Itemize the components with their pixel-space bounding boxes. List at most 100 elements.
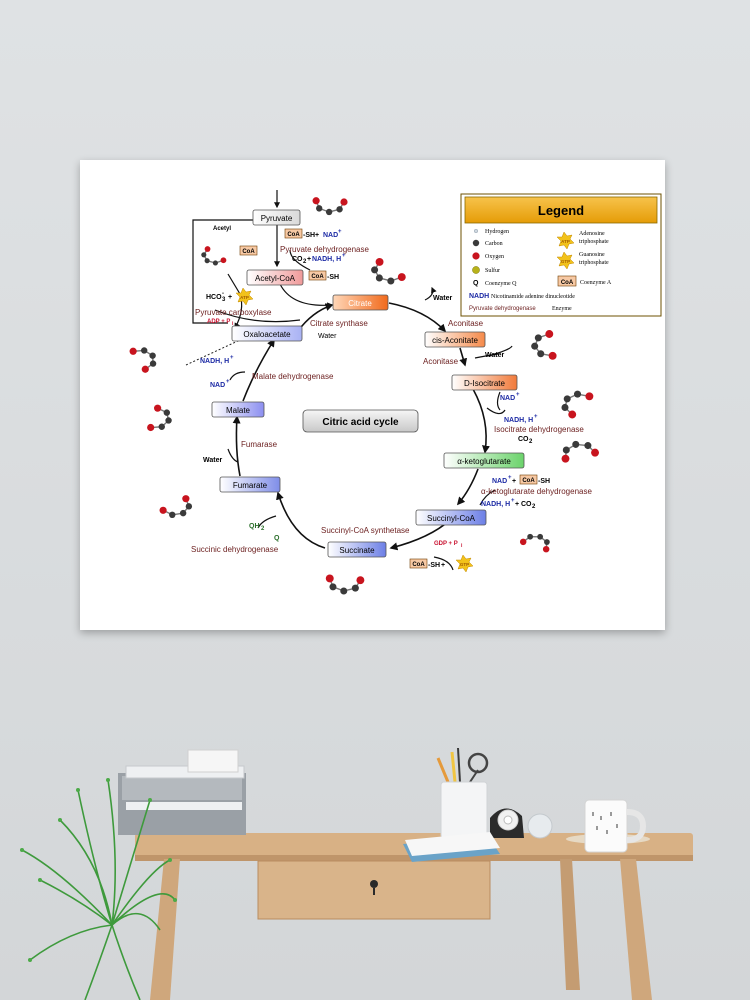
enzyme-aconitase-1: Aconitase [448, 319, 484, 328]
svg-text:+: + [342, 253, 346, 259]
drawer-knob[interactable] [370, 880, 378, 888]
svg-text:NADH, H: NADH, H [481, 501, 510, 508]
svg-text:+: + [228, 294, 232, 301]
cofactor-nadh-co2-keto: NADH, H + + CO 2 [481, 498, 536, 510]
svg-text:D-Isocitrate: D-Isocitrate [464, 379, 505, 388]
cofactor-qh2-q: QH 2 Q [249, 523, 280, 542]
intermediate-cis-aconitate[interactable]: cis-Aconitate [424, 331, 486, 348]
poster: Pyruvate Acetyl-CoA Citrate cis-Aconitat… [80, 160, 665, 630]
svg-text:ADP + P: ADP + P [207, 319, 230, 325]
svg-text:+: + [307, 256, 311, 263]
enzyme-isocitrate-dehydrogenase: Isocitrate dehydrogenase [494, 425, 584, 434]
intermediate-succinate[interactable]: Succinate [327, 541, 387, 558]
svg-text:Sulfur: Sulfur [485, 267, 500, 274]
svg-text:-: - [222, 291, 224, 297]
svg-text:+: + [338, 229, 342, 235]
svg-text:NAD: NAD [210, 382, 225, 389]
enzyme-fumarase: Fumarase [241, 440, 278, 449]
coa-icon [557, 275, 577, 287]
enzyme-example: Pyruvate dehydrogenase [469, 306, 536, 312]
svg-text:+: + [315, 232, 319, 239]
svg-text:Succinyl-CoA: Succinyl-CoA [427, 514, 476, 523]
svg-text:CoA: CoA [311, 274, 324, 280]
svg-text:2: 2 [529, 439, 533, 445]
svg-text:+: + [230, 355, 234, 361]
sulfur-icon [472, 266, 480, 274]
svg-text:Fumarate: Fumarate [233, 481, 268, 490]
molecule-models [129, 197, 600, 595]
intermediate-oxaloacetate[interactable]: Oxaloacetate [231, 325, 303, 342]
intermediate-citrate[interactable]: Citrate [332, 294, 389, 311]
svg-text:CoA: CoA [522, 478, 535, 484]
oxygen-icon [472, 252, 480, 260]
intermediate-pyruvate[interactable]: Pyruvate [252, 209, 301, 226]
svg-text:Malate: Malate [226, 406, 251, 415]
svg-text:Nicotinamide adenine dinucleot: Nicotinamide adenine dinucleotide [491, 294, 575, 300]
svg-text:HCO: HCO [206, 294, 222, 301]
plant-leaves [20, 778, 177, 962]
svg-text:3: 3 [222, 297, 226, 303]
svg-text:Oxygen: Oxygen [485, 254, 504, 260]
letter-tray [118, 749, 246, 835]
svg-text:Carbon: Carbon [485, 241, 503, 247]
cofactor-hco3-atp: HCO 3 - + ATP [206, 287, 254, 306]
svg-text:CO: CO [292, 256, 303, 263]
svg-text:Guanosine: Guanosine [579, 252, 605, 258]
svg-text:CoA: CoA [412, 562, 425, 568]
intermediate-d-isocitrate[interactable]: D-Isocitrate [451, 374, 518, 391]
cofactor-nad-isocitrate: NAD + NADH, H + CO 2 [500, 392, 538, 445]
molecule-model [147, 404, 172, 432]
svg-text:NAD: NAD [492, 478, 507, 485]
molecule-model [519, 533, 550, 553]
svg-text:Coenzyme Q: Coenzyme Q [485, 281, 517, 287]
molecule-model [312, 197, 348, 216]
svg-text:+: + [516, 392, 520, 398]
svg-text:Enzyme: Enzyme [552, 306, 572, 312]
gtp-icon [556, 251, 575, 270]
plant [21, 779, 176, 1000]
water-fumarase: Water [203, 457, 222, 464]
svg-text:-SH: -SH [327, 274, 339, 281]
carbon-icon [472, 239, 480, 247]
svg-text:triphosphate: triphosphate [579, 239, 609, 245]
molecule-model [561, 390, 594, 419]
water-citrate: Water [318, 333, 337, 340]
enzyme-ketoglutarate-dehydrogenase: α-ketoglutarate dehydrogenase [481, 487, 592, 496]
svg-text:-SH: -SH [303, 232, 315, 239]
svg-text:2: 2 [532, 504, 536, 510]
nadh-symbol: NADH [469, 293, 489, 300]
citric-acid-cycle-diagram: Pyruvate Acetyl-CoA Citrate cis-Aconitat… [129, 190, 662, 595]
molecule-model [561, 440, 600, 463]
intermediate-succinyl-coa[interactable]: Succinyl-CoA [415, 509, 487, 526]
atp-icon [556, 231, 575, 250]
svg-text:+: + [508, 475, 512, 481]
acetyl-label: Acetyl [213, 226, 231, 232]
svg-text:2: 2 [261, 526, 265, 532]
enzyme-succinic-dehydrogenase: Succinic dehydrogenase [191, 545, 279, 554]
svg-text:NAD: NAD [500, 395, 515, 402]
enzyme-malate-dehydrogenase: Malate dehydrogenase [252, 372, 334, 381]
pen-cup [436, 747, 489, 839]
cofactor-nadh-malate: NADH, H + NAD + [200, 355, 234, 389]
cofactor-co2-nadh: CO 2 + NADH, H + [292, 253, 346, 265]
intermediate-alpha-ketoglutarate[interactable]: α-ketoglutarate [443, 452, 525, 469]
molecule-model [201, 246, 227, 266]
svg-text:Succinate: Succinate [339, 546, 375, 555]
intermediate-malate[interactable]: Malate [211, 401, 265, 418]
hydrogen-icon [474, 228, 479, 233]
tape-dispenser [490, 808, 524, 838]
svg-text:Hydrogen: Hydrogen [485, 229, 509, 235]
cycle-title: Citric acid cycle [302, 409, 419, 433]
svg-text:ATP: ATP [240, 295, 249, 300]
intermediate-fumarate[interactable]: Fumarate [219, 476, 281, 493]
water-aconitase: Water [433, 295, 452, 302]
svg-text:QH: QH [249, 523, 260, 530]
intermediate-acetyl-coa[interactable]: Acetyl-CoA [246, 269, 304, 286]
svg-text:NAD: NAD [323, 232, 338, 239]
svg-text:Citrate: Citrate [348, 299, 372, 308]
svg-text:triphosphate: triphosphate [579, 260, 609, 266]
cofactor-coa-sh-citrate: CoA -SH [308, 270, 339, 281]
svg-text:CO: CO [521, 501, 532, 508]
entry-arrows [192, 190, 513, 571]
